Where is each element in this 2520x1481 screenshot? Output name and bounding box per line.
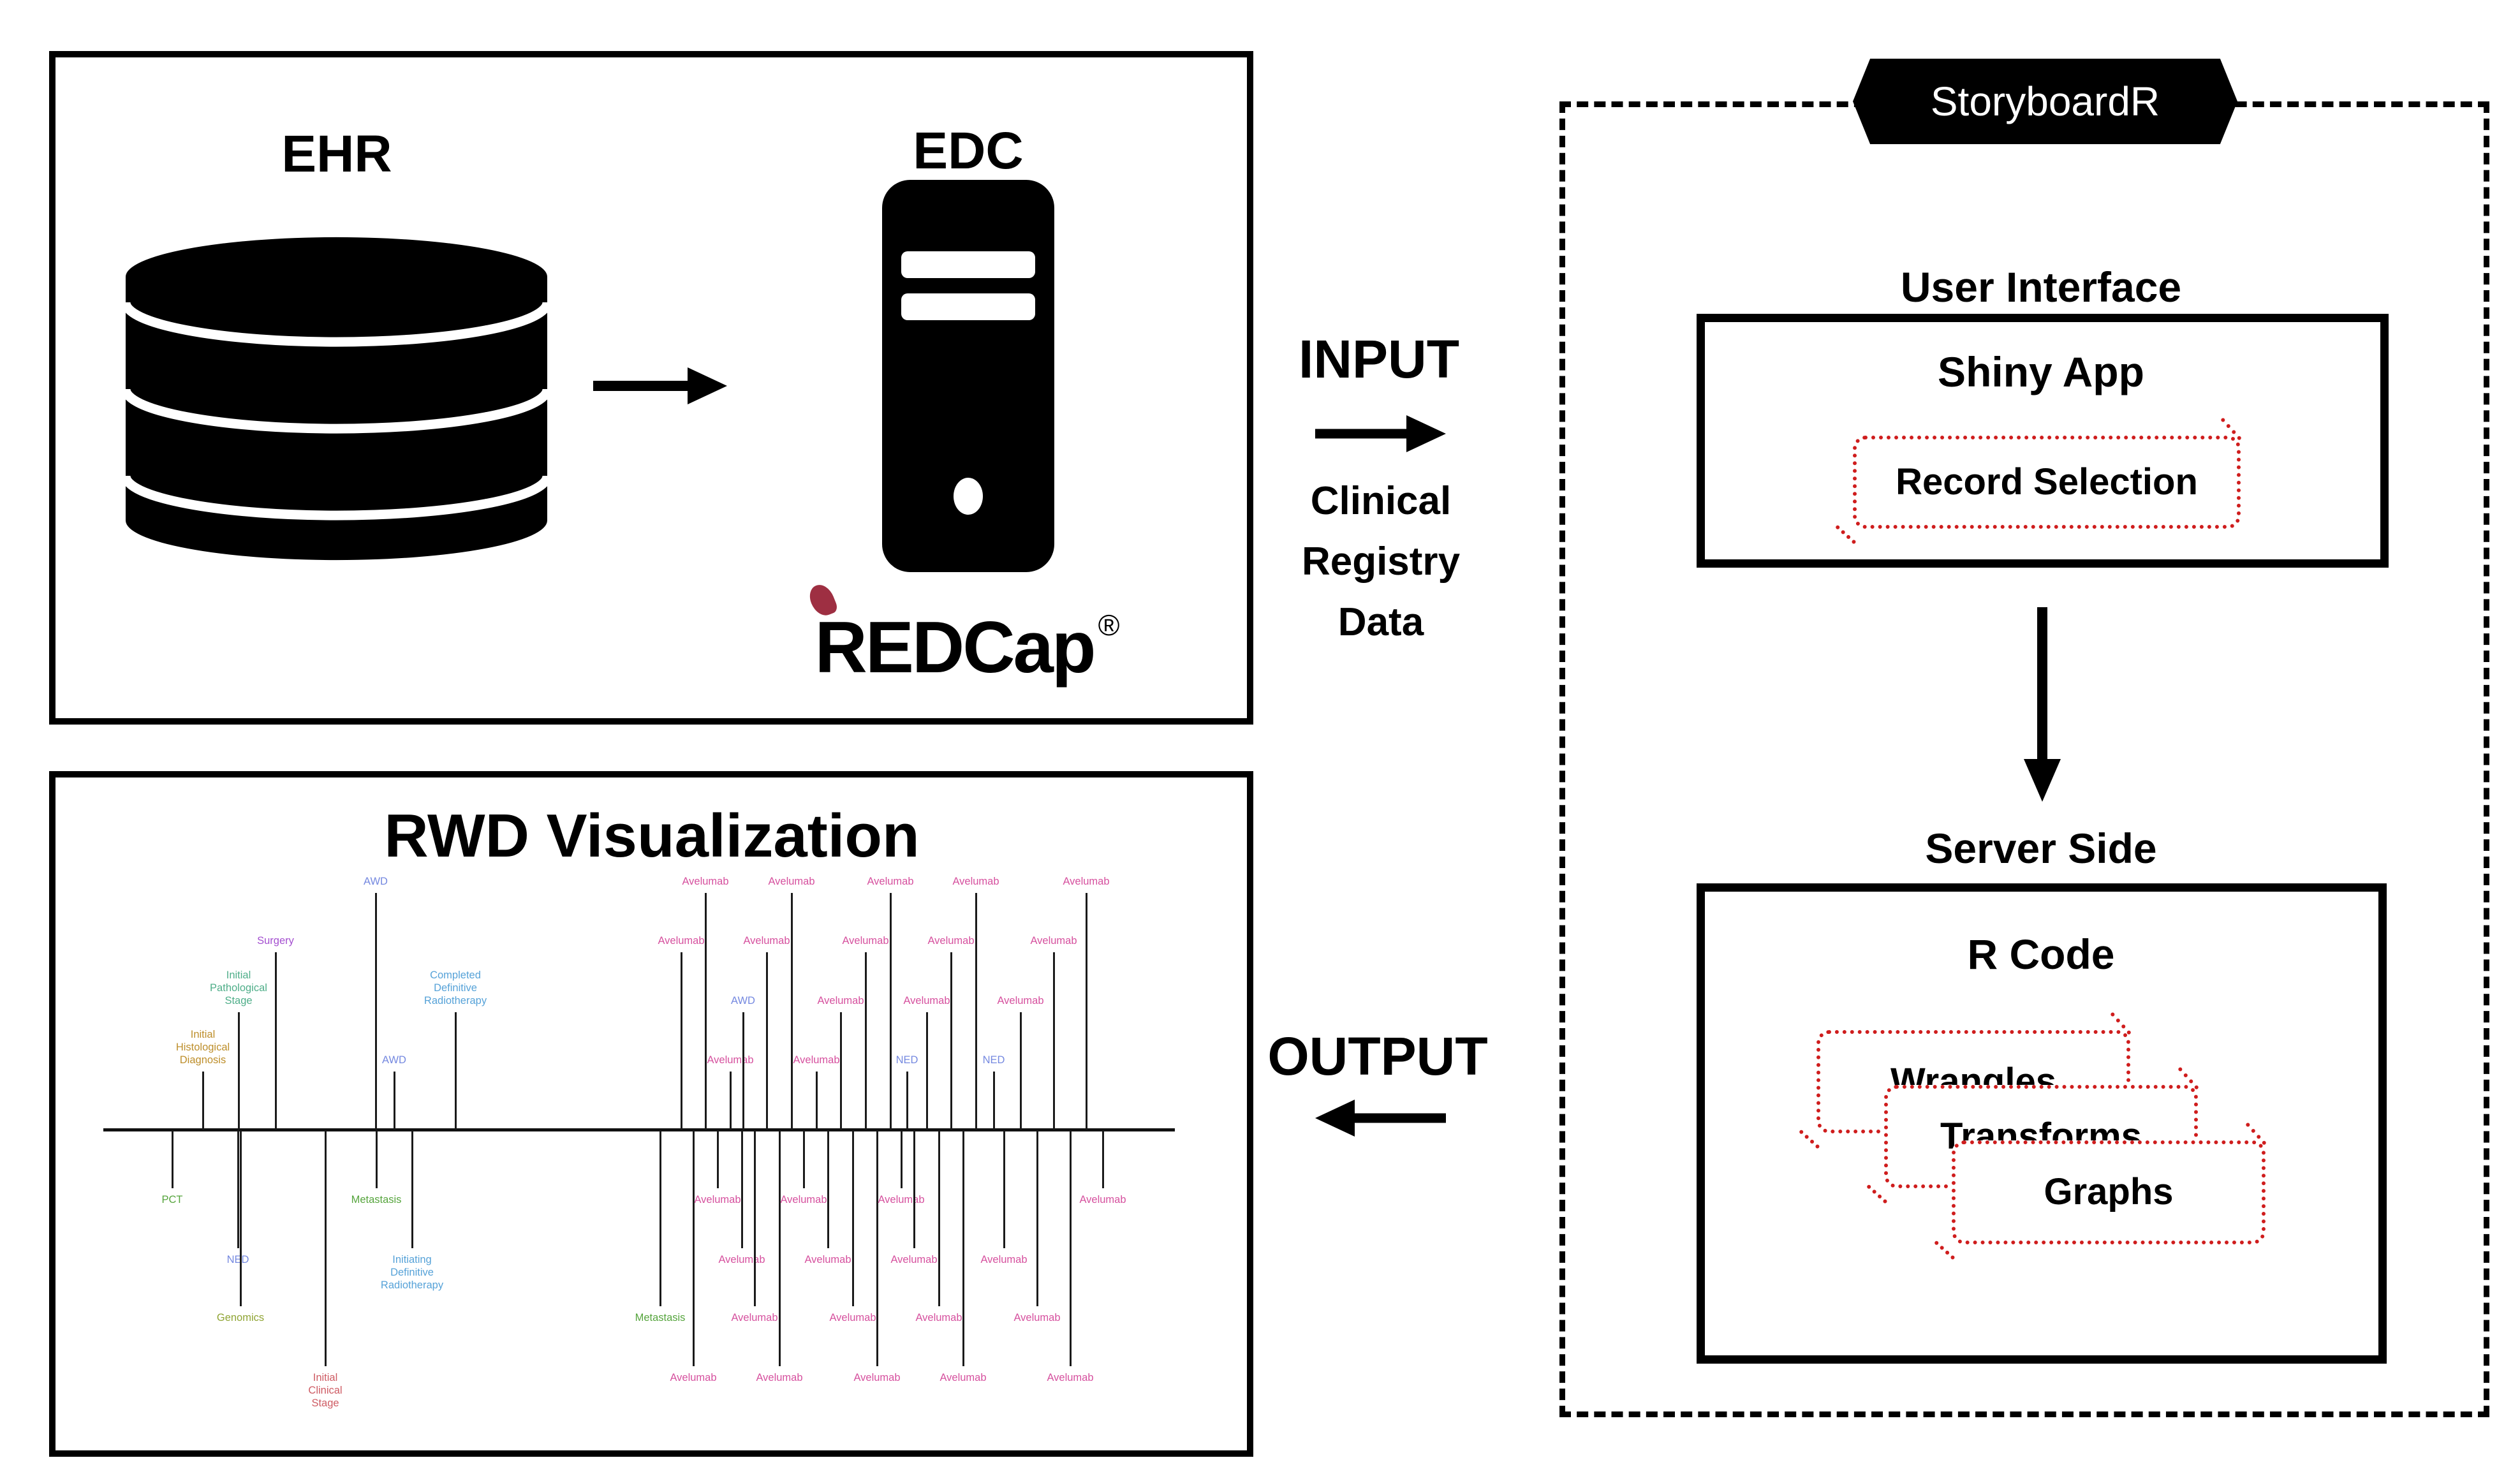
r-code-label: R Code — [1967, 931, 2115, 978]
output-title: OUTPUT — [1267, 1026, 1488, 1086]
graphs-box[interactable]: Graphs — [1952, 1140, 2266, 1244]
input-title: INPUT — [1299, 329, 1459, 389]
server-icon — [882, 180, 1054, 572]
graphs-label: Graphs — [2044, 1171, 2174, 1212]
rwd-title: RWD Visualization — [384, 802, 920, 870]
edc-label: EDC — [913, 122, 1024, 180]
redcap-wordmark: REDCap — [814, 607, 1096, 688]
input-description: Clinical Registry Data — [1301, 479, 1461, 644]
server-section-title: Server Side — [1925, 825, 2157, 872]
database-icon — [124, 237, 549, 561]
storyboardr-banner-label: StoryboardR — [1930, 78, 2160, 124]
arrow-right-icon — [593, 367, 727, 404]
redcap-logo: REDCap® — [806, 581, 1120, 689]
rwd-visualization-panel — [49, 771, 1253, 1457]
shiny-app-label: Shiny App — [1938, 348, 2144, 395]
ui-section-title: User Interface — [1900, 263, 2182, 311]
storyboardr-banner: StoryboardR — [1853, 59, 2237, 144]
record-selection-label: Record Selection — [1896, 461, 2198, 503]
arrow-down-icon — [2024, 607, 2061, 802]
output-arrow-left-icon — [1315, 1100, 1446, 1137]
input-arrow-right-icon — [1315, 415, 1446, 452]
registered-trademark: ® — [1098, 608, 1120, 642]
ehr-label: EHR — [281, 125, 392, 183]
record-selection-box[interactable]: Record Selection — [1853, 436, 2241, 529]
ehr-edc-panel: EHR EDC REDCap® — [49, 51, 1253, 725]
